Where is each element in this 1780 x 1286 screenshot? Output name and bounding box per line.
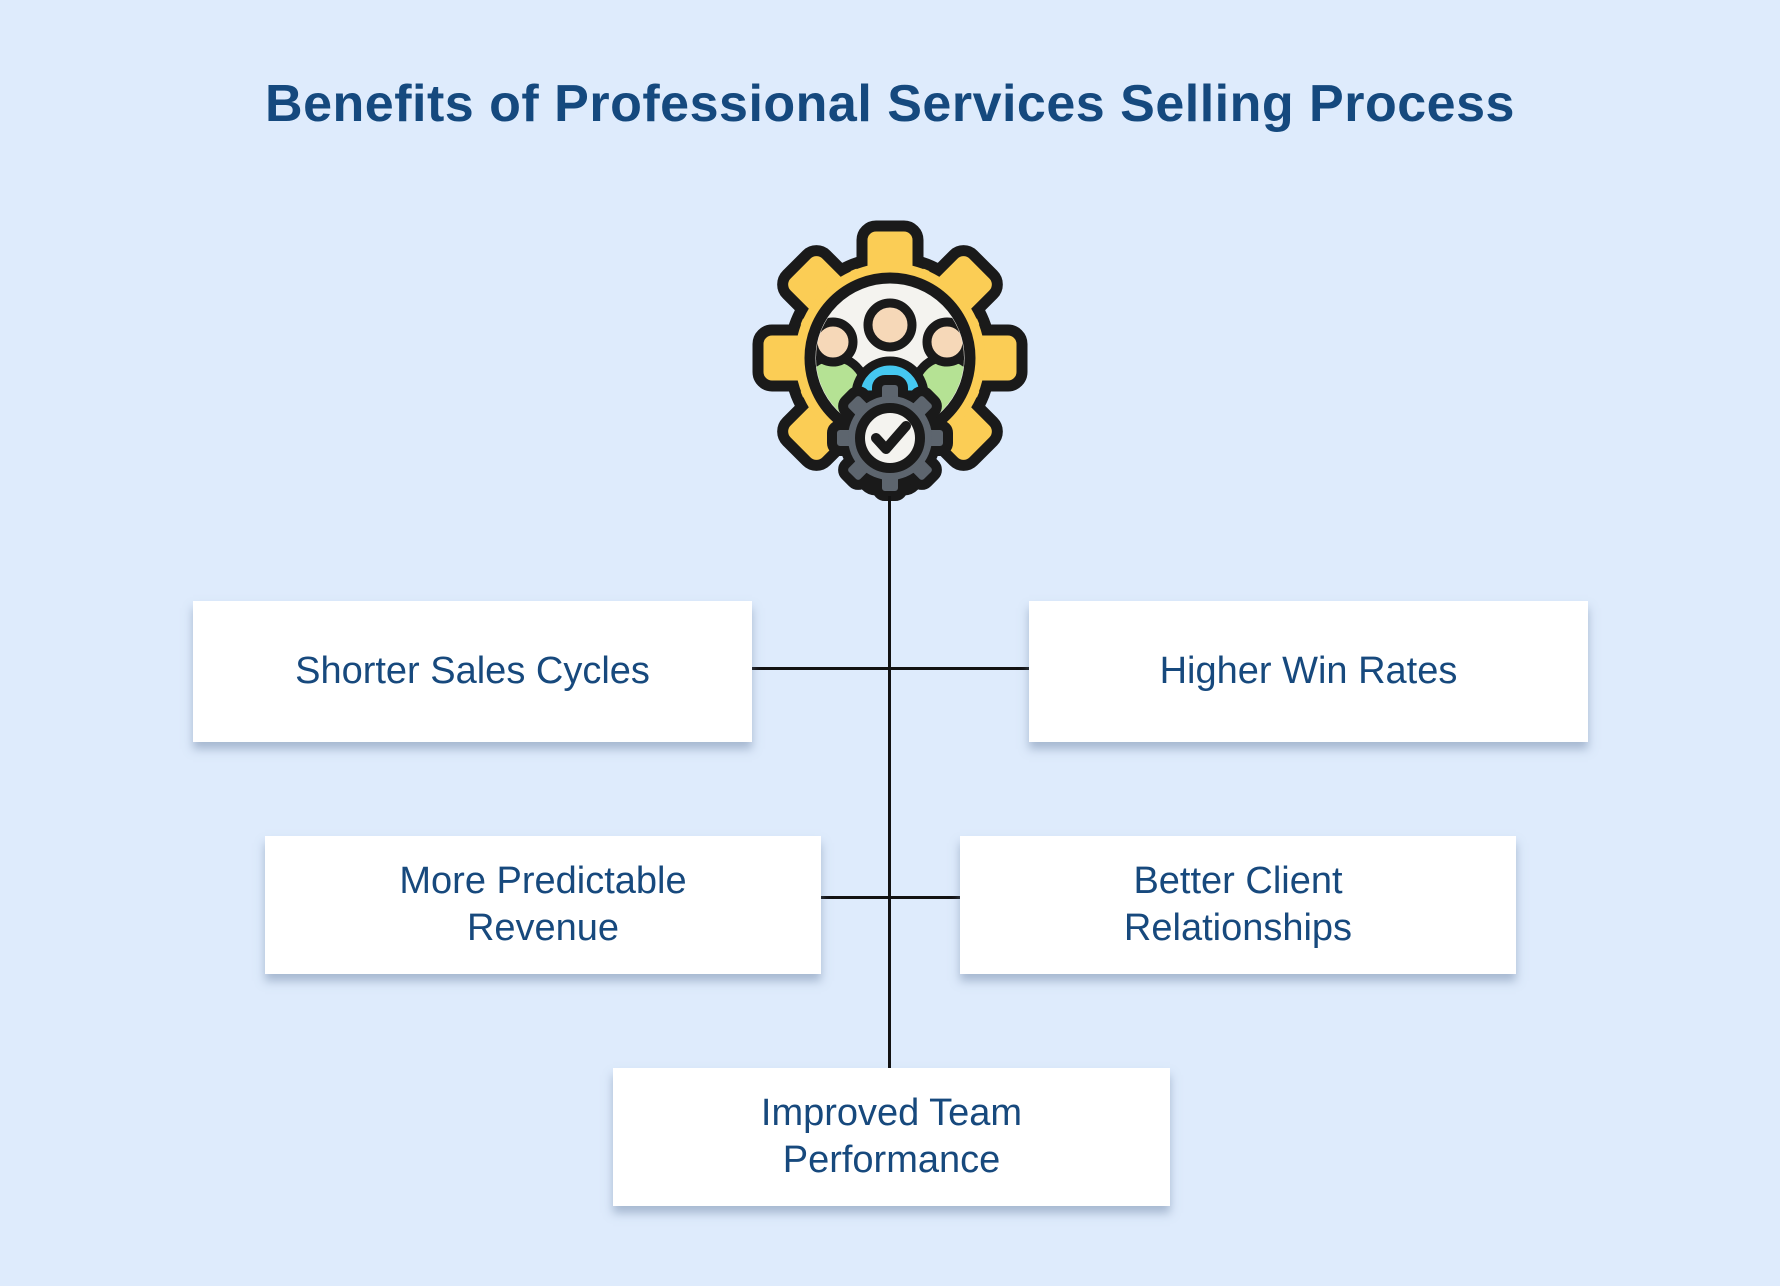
- team-process-gear-icon: [752, 220, 1028, 501]
- benefit-box-shorter-sales-cycles: Shorter Sales Cycles: [193, 601, 752, 742]
- connector-vertical: [888, 496, 891, 1068]
- benefit-label: Shorter Sales Cycles: [295, 649, 650, 692]
- page-title: Benefits of Professional Services Sellin…: [265, 75, 1515, 133]
- benefit-box-higher-win-rates: Higher Win Rates: [1029, 601, 1588, 742]
- connector-middle-row: [821, 896, 960, 899]
- benefit-label: Improved Team Performance: [760, 1091, 1023, 1182]
- benefit-box-improved-team-performance: Improved Team Performance: [613, 1068, 1170, 1206]
- benefit-box-better-client-relationships: Better Client Relationships: [960, 836, 1516, 974]
- checkmark-icon: [871, 421, 911, 454]
- connector-top-row: [752, 667, 1029, 670]
- benefit-label: More Predictable Revenue: [399, 859, 687, 950]
- benefit-label: Better Client Relationships: [1123, 859, 1353, 950]
- benefit-box-more-predictable-revenue: More Predictable Revenue: [265, 836, 821, 974]
- benefit-label: Higher Win Rates: [1159, 649, 1458, 692]
